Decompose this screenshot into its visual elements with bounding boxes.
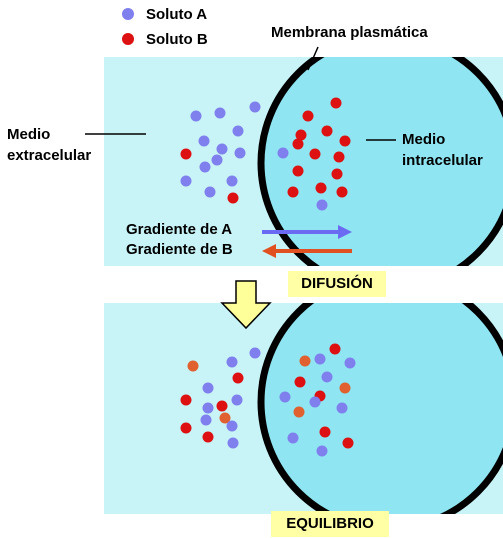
equilibrium-panel <box>104 303 503 514</box>
solute-b-particle <box>295 129 307 141</box>
diffusion-particles <box>180 97 351 211</box>
solute-b-particle <box>339 382 351 394</box>
gradient-a-label: Gradiente de A <box>126 221 233 238</box>
solute-a-particle <box>216 143 228 155</box>
solute-a-particle <box>190 110 202 122</box>
equilibrium-label: EQUILIBRIO <box>271 511 389 537</box>
solute-a-particle <box>200 414 212 426</box>
solute-a-particle <box>316 445 328 457</box>
solute-a-particle <box>211 154 223 166</box>
solute-a-particle <box>204 186 216 198</box>
solute-b-particle <box>329 343 341 355</box>
solute-b-particle <box>315 182 327 194</box>
diffusion-panel <box>104 57 503 266</box>
solute-a-particle <box>321 371 333 383</box>
solute-b-particle <box>202 431 214 443</box>
solute-b-particle <box>331 168 343 180</box>
solute-a-particle <box>249 101 261 113</box>
membrane-label: Membrana plasmática <box>271 24 428 41</box>
solute-b-particle <box>333 151 345 163</box>
solute-b-particle <box>321 125 333 137</box>
solute-a-icon <box>122 8 134 20</box>
solute-a-particle <box>277 147 289 159</box>
gradient-a-arrow <box>262 225 352 239</box>
gradient-b-label: Gradiente de B <box>126 241 233 258</box>
intracellular-label-line1: Medio <box>402 131 446 148</box>
solute-a-particle <box>202 402 214 414</box>
solute-a-particle <box>226 420 238 432</box>
solute-a-particle <box>249 347 261 359</box>
solute-a-particle <box>227 437 239 449</box>
solute-b-particle <box>287 186 299 198</box>
solute-b-particle <box>294 376 306 388</box>
solute-b-particle <box>216 400 228 412</box>
solute-a-particle <box>336 402 348 414</box>
solute-b-particle <box>180 394 192 406</box>
solute-b-particle <box>292 165 304 177</box>
solute-a-particle <box>231 394 243 406</box>
solute-b-particle <box>302 110 314 122</box>
solute-b-particle <box>180 148 192 160</box>
legend-solute-b: Soluto B <box>146 31 208 48</box>
solute-b-particle <box>292 138 304 150</box>
solute-b-particle <box>339 135 351 147</box>
solute-a-particle <box>202 382 214 394</box>
membrane-pointer <box>307 46 319 71</box>
intracellular-region <box>257 57 503 266</box>
solute-a-particle <box>226 175 238 187</box>
extracellular-label-line1: Medio <box>7 126 51 143</box>
solute-a-particle <box>287 432 299 444</box>
solute-a-particle <box>316 199 328 211</box>
equilibrium-particles <box>180 343 356 457</box>
solute-b-particle <box>232 372 244 384</box>
solute-a-particle <box>344 357 356 369</box>
intracellular-label-line2: intracelular <box>402 152 483 169</box>
solute-a-particle <box>232 125 244 137</box>
solute-a-particle <box>199 161 211 173</box>
solute-b-particle <box>180 422 192 434</box>
solute-a-particle <box>279 391 291 403</box>
down-arrow-icon <box>220 280 272 330</box>
solute-b-icon <box>122 33 134 45</box>
extracellular-label-line2: extracelular <box>7 147 92 164</box>
solute-b-particle <box>299 355 311 367</box>
gradient-b-arrow <box>262 244 352 258</box>
legend-solute-a: Soluto A <box>146 6 208 23</box>
solute-b-particle <box>330 97 342 109</box>
solute-b-particle <box>187 360 199 372</box>
solute-b-particle <box>336 186 348 198</box>
solute-a-particle <box>314 353 326 365</box>
solute-b-particle <box>219 412 231 424</box>
solute-b-particle <box>342 437 354 449</box>
solute-a-particle <box>180 175 192 187</box>
solute-a-particle <box>226 356 238 368</box>
solute-b-particle <box>319 426 331 438</box>
solute-b-particle <box>293 406 305 418</box>
solute-a-particle <box>214 107 226 119</box>
solute-a-particle <box>309 396 321 408</box>
solute-a-particle <box>234 147 246 159</box>
intracellular-region <box>257 303 503 514</box>
solute-b-particle <box>309 148 321 160</box>
solute-a-particle <box>198 135 210 147</box>
solute-b-particle <box>227 192 239 204</box>
diffusion-label: DIFUSIÓN <box>288 271 386 297</box>
